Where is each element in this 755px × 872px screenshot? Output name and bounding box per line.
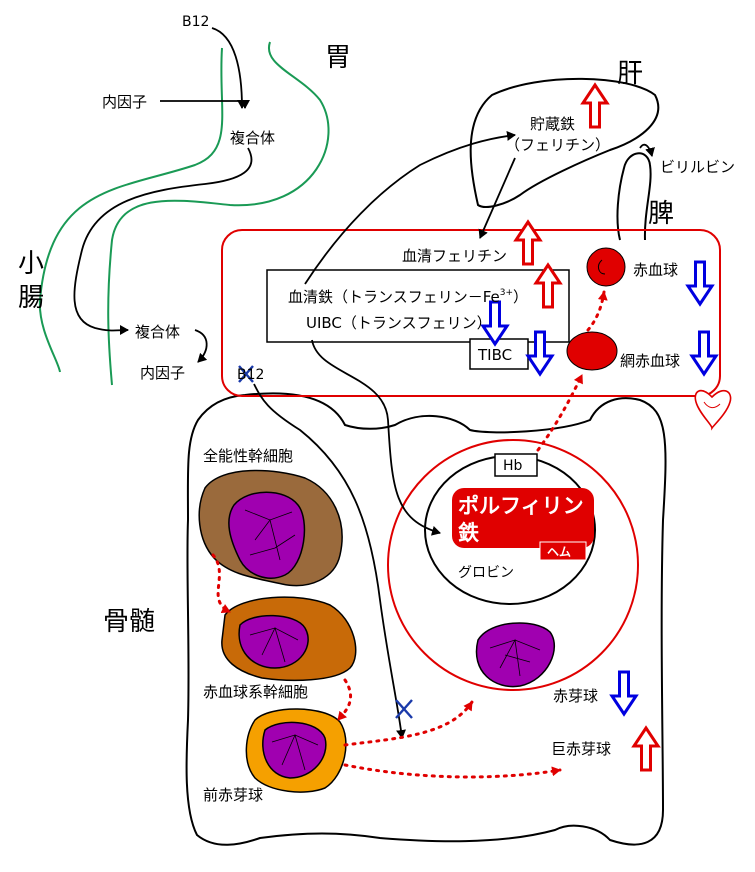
megaloblast-label: 巨赤芽球 <box>551 740 611 758</box>
serum-ferritin-up-arrow-icon <box>513 219 543 266</box>
b12-label-2: B12 <box>237 367 264 383</box>
erythroblast-down-arrow-icon <box>609 670 639 717</box>
heme-label: ヘム <box>547 545 571 559</box>
erythroblast-membrane <box>387 439 639 691</box>
ferritin-label: （フェリチン） <box>505 136 610 154</box>
hb-label: Hb <box>503 458 523 474</box>
erythroblast-nucleus <box>475 622 555 688</box>
block-mark-b12 <box>238 365 254 383</box>
erythroid-stem-label: 赤血球系幹細胞 <box>203 683 308 701</box>
block-mark-marrow <box>395 699 413 719</box>
small-intestine-label-1: 小 <box>18 249 44 279</box>
reticulocyte-down-arrow-icon <box>689 330 719 377</box>
stem-cell-label: 全能性幹細胞 <box>203 447 293 465</box>
bone-marrow-label: 骨髄 <box>103 607 155 637</box>
hb-box <box>494 453 538 477</box>
bone-marrow-outline <box>185 392 667 846</box>
complex-label-2: 複合体 <box>135 323 180 341</box>
complex-label: 複合体 <box>230 129 275 147</box>
b12-label: B12 <box>182 14 209 30</box>
storage-iron-label: 貯蔵鉄 <box>530 115 575 133</box>
storage-iron-up-arrow-icon <box>580 82 610 129</box>
liver-outline <box>469 77 660 208</box>
gut-tract <box>38 41 330 386</box>
heart-icon <box>694 389 732 431</box>
erythroid-stem-cell <box>221 596 357 681</box>
rbc-cell <box>586 247 626 287</box>
reticulocyte-label: 網赤血球 <box>620 352 680 370</box>
rbc-label: 赤血球 <box>633 261 678 279</box>
serum-ferritin-label: 血清フェリチン <box>402 247 507 265</box>
tibc-label: TIBC <box>477 346 512 364</box>
globin-label: グロビン <box>458 565 514 581</box>
erythroblast-label: 赤芽球 <box>553 687 598 705</box>
rbc-down-arrow-icon <box>685 260 715 307</box>
spleen-outline <box>616 152 652 241</box>
uibc-label: UIBC（トランスフェリン） <box>306 314 492 332</box>
bilirubin-label: ビリルビン <box>660 158 735 176</box>
serum-iron-box <box>266 269 570 343</box>
serum-iron-label: 血清鉄（トランスフェリン－Fe3+） <box>288 288 528 306</box>
spleen-label: 脾 <box>648 199 674 229</box>
maturation-pathways <box>211 290 608 779</box>
proerythroblast-cell <box>245 708 347 793</box>
heme-tag <box>539 541 587 561</box>
serum-iron-up-arrow-icon <box>533 262 563 309</box>
iron-label: 鉄 <box>458 521 479 545</box>
blood-box <box>221 229 721 397</box>
tibc-down-arrow-icon <box>525 330 555 377</box>
intrinsic-factor-label-2: 内因子 <box>140 364 185 382</box>
liver-label: 肝 <box>617 59 643 89</box>
intrinsic-factor-label: 内因子 <box>102 93 147 111</box>
reticulocyte-cell <box>566 331 618 371</box>
uibc-down-arrow-icon <box>480 300 510 347</box>
pathways <box>73 27 655 739</box>
porphyrin-label: ポルフィリン <box>458 494 584 518</box>
stem-cell <box>198 469 343 587</box>
stomach-label: 胃 <box>325 43 351 73</box>
megaloblast-up-arrow-icon <box>631 725 661 772</box>
porphyrin-block <box>452 488 594 548</box>
small-intestine-label-2: 腸 <box>18 283 44 313</box>
proerythroblast-label: 前赤芽球 <box>203 786 263 804</box>
